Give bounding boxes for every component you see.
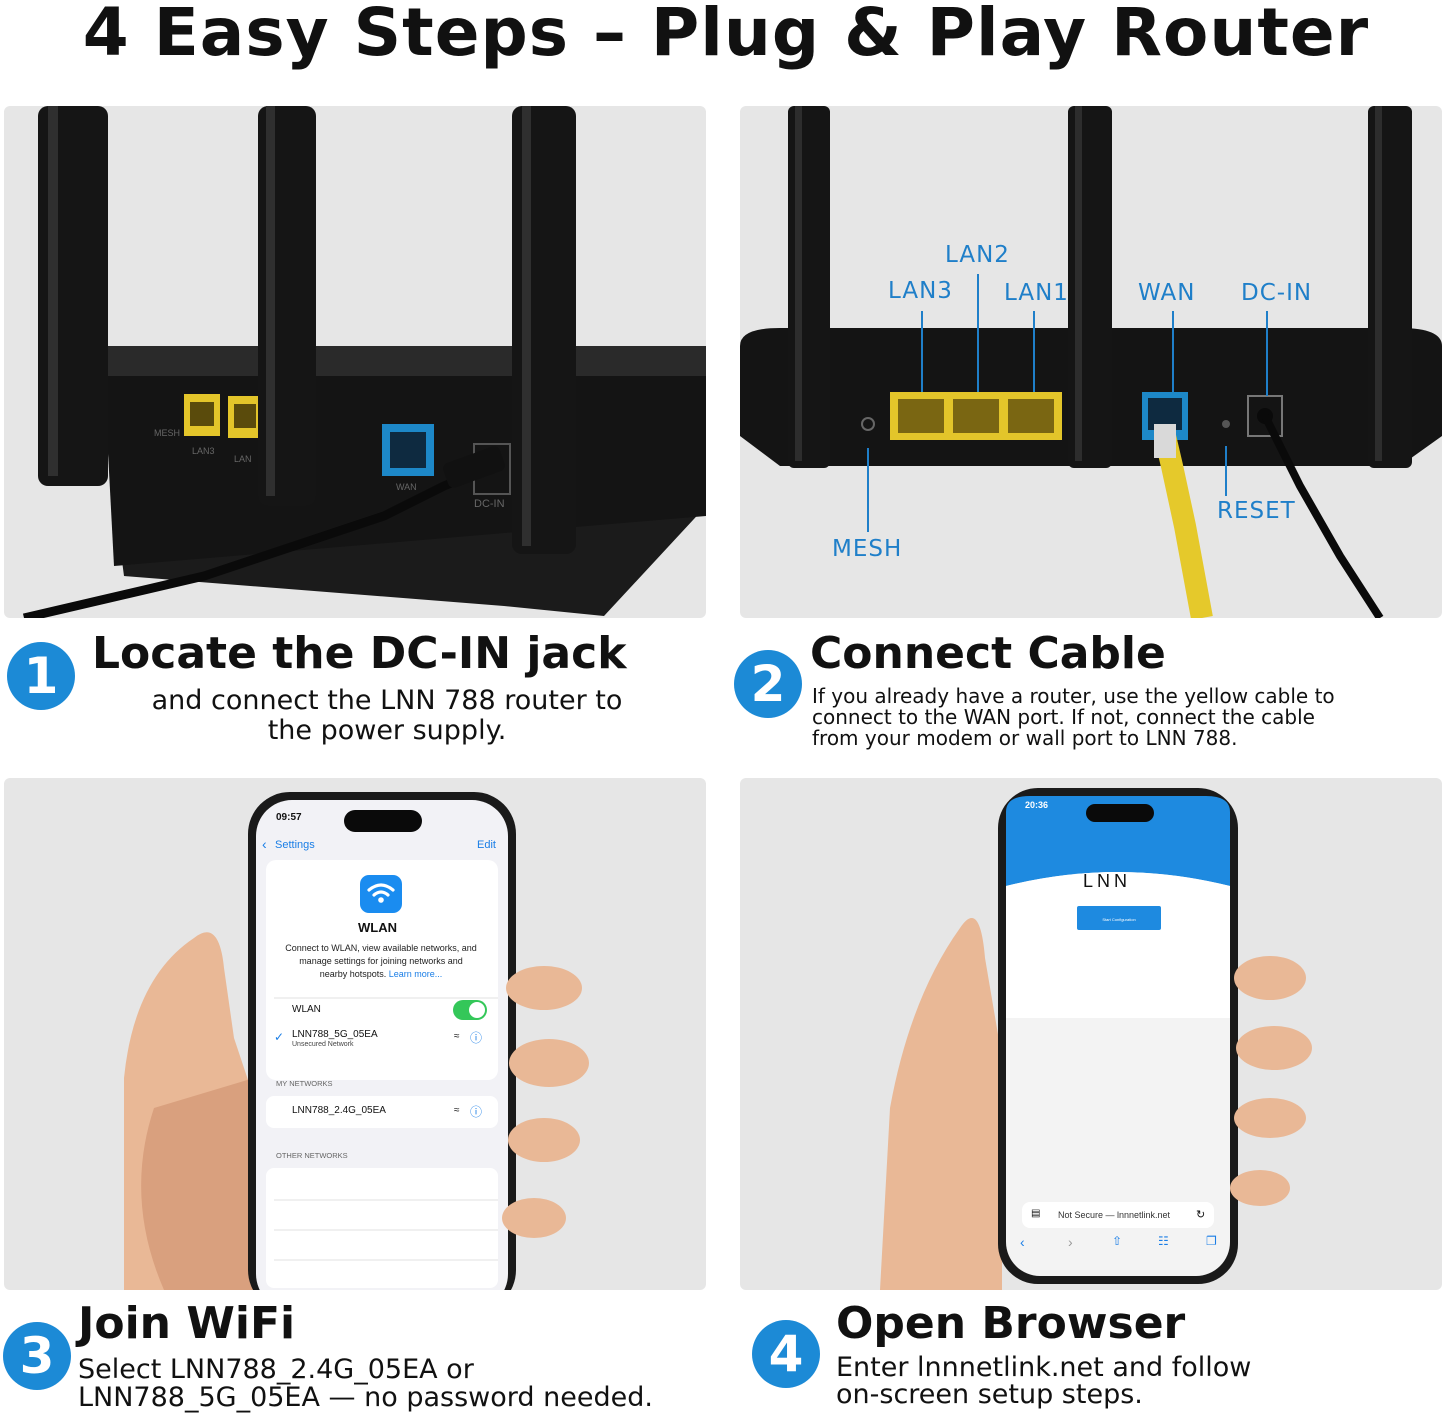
learn-more-link[interactable]: Learn more... bbox=[388, 969, 443, 979]
status-time: 20:36 bbox=[1025, 800, 1049, 810]
panel-connect-cable: LAN2 LAN3 LAN1 WAN DC-IN MESH RESET bbox=[740, 106, 1442, 618]
wifi-signal-icon: ≈ bbox=[454, 1105, 460, 1116]
step-4-description-line: on-screen setup steps. bbox=[836, 1379, 1143, 1410]
reload-icon[interactable]: ↻ bbox=[1196, 1209, 1206, 1221]
status-time: 09:57 bbox=[276, 812, 302, 823]
edit-button[interactable]: Edit bbox=[477, 839, 496, 851]
port-marking-dc-in: DC-IN bbox=[474, 498, 505, 510]
forward-icon[interactable]: › bbox=[1068, 1234, 1073, 1250]
step-3-description: Select LNN788_2.4G_05EA or LNN788_5G_05E… bbox=[78, 1356, 738, 1412]
step-4-title: Open Browser bbox=[836, 1298, 1186, 1349]
panel-join-wifi: 09:57 ‹ Settings Edit WLAN Connect to WL… bbox=[4, 778, 706, 1290]
step-2-badge: 2 bbox=[734, 650, 802, 718]
page-icon: ▤ bbox=[1031, 1208, 1041, 1219]
wlan-description-line: nearby hotspots. bbox=[319, 969, 387, 979]
port-marking-mesh: MESH bbox=[154, 428, 181, 438]
port-marking-wan: WAN bbox=[396, 482, 417, 492]
panel-dc-in: MESH LAN3 LAN WAN DC-IN bbox=[4, 106, 706, 618]
page-title: 4 Easy Steps – Plug & Play Router bbox=[82, 0, 1370, 71]
step-2-description: If you already have a router, use the ye… bbox=[812, 686, 1452, 749]
step-2-title: Connect Cable bbox=[810, 628, 1166, 679]
step-1-description-line: and connect the LNN 788 router to bbox=[151, 685, 623, 716]
reset-label: RESET bbox=[1217, 498, 1296, 524]
settings-back-button[interactable]: Settings bbox=[275, 839, 315, 851]
wifi-signal-icon: ≈ bbox=[454, 1031, 460, 1042]
step-2-description-line: from your modem or wall port to LNN 788. bbox=[812, 726, 1238, 750]
lan1-label: LAN1 bbox=[1004, 280, 1069, 306]
dc-in-label: DC-IN bbox=[1241, 280, 1313, 306]
wifi-icon bbox=[367, 883, 395, 903]
router-rear-illustration bbox=[22, 106, 706, 618]
step-3-description-line: LNN788_5G_05EA — no password needed. bbox=[78, 1382, 653, 1413]
panel-open-browser: 20:36 LNN Start Configuration ▤ Not Secu… bbox=[740, 778, 1442, 1290]
mesh-label: MESH bbox=[832, 536, 903, 562]
step-2-description-line: If you already have a router, use the ye… bbox=[812, 684, 1335, 708]
wlan-heading: WLAN bbox=[358, 920, 397, 935]
step-4-badge: 4 bbox=[752, 1320, 820, 1388]
wan-label: WAN bbox=[1138, 280, 1196, 306]
wlan-app-icon bbox=[360, 875, 402, 913]
my-network-name[interactable]: LNN788_2.4G_05EA bbox=[292, 1105, 386, 1116]
step-3-title: Join WiFi bbox=[78, 1298, 296, 1349]
step-3-description-line: Select LNN788_2.4G_05EA or bbox=[78, 1354, 474, 1385]
port-marking-lan3: LAN3 bbox=[192, 446, 215, 456]
wlan-description-line: Connect to WLAN, view available networks… bbox=[285, 943, 477, 953]
my-networks-header: MY NETWORKS bbox=[276, 1079, 333, 1088]
step-4-description: Enter lnnnetlink.net and follow on-scree… bbox=[836, 1354, 1436, 1408]
checkmark-icon: ✓ bbox=[274, 1030, 285, 1044]
back-chevron-icon[interactable]: ‹ bbox=[262, 836, 267, 852]
info-icon[interactable]: ⓘ bbox=[470, 1031, 483, 1045]
step-4-description-line: Enter lnnnetlink.net and follow bbox=[836, 1352, 1252, 1383]
info-icon[interactable]: ⓘ bbox=[470, 1105, 483, 1119]
tabs-icon[interactable]: ❐ bbox=[1206, 1234, 1217, 1248]
step-1-description-line: the power supply. bbox=[267, 715, 507, 746]
step-2-description-line: connect to the WAN port. If not, connect… bbox=[812, 705, 1315, 729]
port-marking-lan: LAN bbox=[234, 454, 252, 464]
wlan-toggle-label: WLAN bbox=[292, 1004, 321, 1015]
start-configuration-button[interactable]: Start Configuration bbox=[1077, 906, 1161, 930]
bookmarks-icon[interactable]: ☷ bbox=[1158, 1234, 1169, 1248]
step-1-title: Locate the DC-IN jack bbox=[92, 628, 627, 679]
wlan-toggle[interactable] bbox=[453, 1000, 487, 1020]
share-icon[interactable]: ⇧ bbox=[1112, 1234, 1123, 1248]
connected-network-name[interactable]: LNN788_5G_05EA bbox=[292, 1029, 378, 1040]
hand-phone-browser-illustration bbox=[880, 788, 1312, 1290]
step-1-badge: 1 bbox=[7, 642, 75, 710]
wlan-description-line: manage settings for joining networks and bbox=[299, 956, 463, 966]
lan2-label: LAN2 bbox=[945, 242, 1010, 268]
hand-phone-illustration bbox=[124, 792, 589, 1290]
other-networks-header: OTHER NETWORKS bbox=[276, 1151, 348, 1160]
router-ports-illustration bbox=[740, 106, 1442, 618]
step-3-badge: 3 bbox=[3, 1322, 71, 1390]
address-bar[interactable]: Not Secure — lnnnetlink.net bbox=[1058, 1210, 1171, 1220]
wlan-description: Connect to WLAN, view available networks… bbox=[270, 942, 492, 981]
back-icon[interactable]: ‹ bbox=[1020, 1234, 1025, 1250]
lnn-logo: LNN bbox=[1083, 871, 1132, 891]
lan3-label: LAN3 bbox=[888, 278, 953, 304]
step-1-description: and connect the LNN 788 router to the po… bbox=[92, 686, 682, 746]
connected-network-status: Unsecured Network bbox=[292, 1041, 354, 1048]
